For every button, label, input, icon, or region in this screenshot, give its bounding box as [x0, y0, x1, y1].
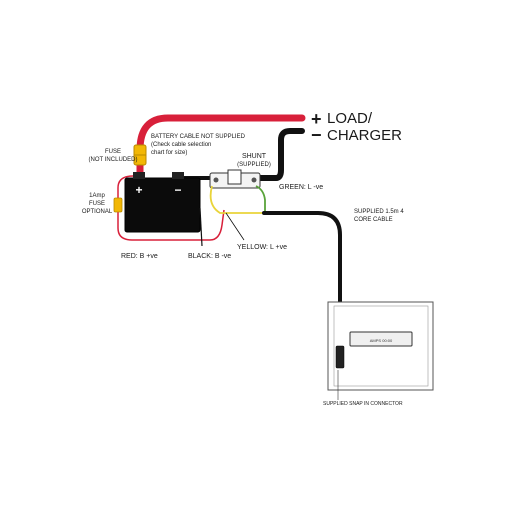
battery-minus-sign: − [174, 183, 181, 197]
shunt-center-block [227, 169, 242, 185]
battery-cable-note-3: chart for size) [151, 150, 187, 156]
shunt-bolt-left [213, 177, 219, 183]
shunt-note: (SUPPLIED) [237, 162, 271, 168]
battery-cable-note-2: (Check cable selection [151, 142, 211, 148]
yellow-to-label-line [225, 212, 245, 241]
black-load-cable [255, 128, 305, 181]
load-plus-symbol: + [311, 109, 322, 129]
battery-cable-note-1: BATTERY CABLE NOT SUPPLIED [151, 134, 246, 140]
black-sense-wire [199, 207, 203, 247]
fuse-note: (NOT INCLUDED) [89, 157, 138, 163]
monitor-display [349, 331, 413, 347]
four-core-cable [262, 211, 342, 380]
battery-plus-sign: + [135, 183, 142, 197]
yellow-wire-label: YELLOW: L +ve [237, 244, 287, 251]
green-wire-label: GREEN: L -ve [279, 184, 323, 191]
shunt-label: SHUNT [242, 153, 267, 160]
charger-label: CHARGER [327, 127, 402, 144]
charger-minus-symbol: − [311, 125, 322, 145]
monitor-display-text: AMPS 00:00 [370, 338, 393, 343]
snap-in-connector [335, 345, 345, 369]
battery-negative-terminal [172, 172, 184, 179]
red-wire-label: RED: B +ve [121, 253, 158, 260]
load-label: LOAD/ [327, 110, 373, 127]
monitor-panel-inner [333, 305, 429, 387]
battery-body [124, 177, 201, 233]
amp-fuse-label-2: FUSE [89, 201, 105, 207]
cable-label-2: CORE CABLE [354, 217, 393, 223]
red-sense-wire [117, 175, 225, 241]
optional-1amp-fuse [113, 197, 123, 213]
yellow-sense-wire [209, 185, 265, 214]
amp-fuse-label-3: OPTIONAL [82, 209, 113, 215]
black-wire-label: BLACK: B -ve [188, 253, 231, 260]
connector-label: SUPPLIED SNAP IN CONNECTOR [323, 401, 403, 407]
cable-label-1: SUPPLIED 1.5m 4 [354, 209, 404, 215]
green-sense-wire [255, 185, 266, 212]
fuse-label: FUSE [105, 149, 121, 155]
battery-positive-terminal [133, 172, 145, 179]
shunt-bolt-right [251, 177, 257, 183]
amp-fuse-label-1: 1Amp [89, 193, 105, 199]
